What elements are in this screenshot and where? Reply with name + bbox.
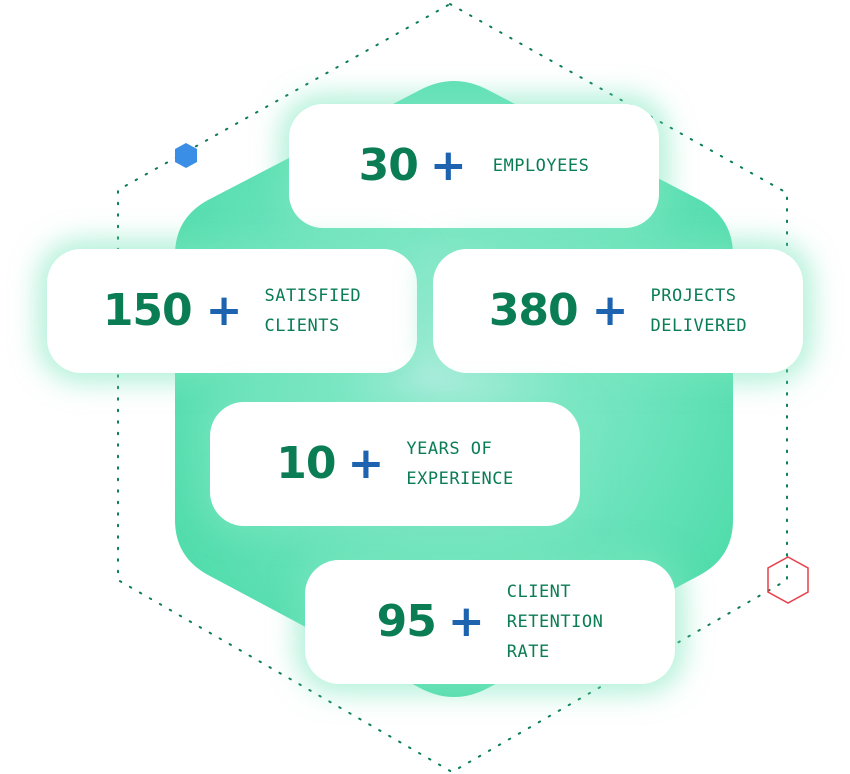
stat-label: CLIENT RETENTION RATE [507, 577, 604, 667]
stat-label: PROJECTS DELIVERED [651, 281, 748, 341]
blue-hexagon-icon [175, 143, 197, 168]
stat-value: 150 [102, 285, 193, 336]
plus-icon: + [591, 285, 629, 336]
stat-label-line: CLIENTS [264, 316, 340, 336]
stat-value: 380 [488, 285, 579, 336]
stat-card-retention: 95 + CLIENT RETENTION RATE [305, 560, 675, 684]
plus-icon: + [347, 438, 385, 489]
stat-card-clients: 150 + SATISFIED CLIENTS [47, 249, 417, 373]
stat-label: EMPLOYEES [493, 151, 590, 181]
stat-label-line: SATISFIED [264, 286, 362, 306]
green-hexagon-shape [175, 81, 733, 697]
stat-card-employees: 30 + EMPLOYEES [289, 104, 659, 228]
stat-label-line: PROJECTS [650, 286, 737, 306]
stat-card-years: 10 + YEARS OF EXPERIENCE [210, 402, 580, 526]
stat-label-line: RETENTION [506, 612, 604, 632]
stat-card-projects: 380 + PROJECTS DELIVERED [433, 249, 803, 373]
stat-value: 30 [358, 140, 419, 191]
stat-value: 10 [276, 438, 336, 489]
stat-label-line: DELIVERED [650, 316, 748, 336]
stat-label: YEARS OF EXPERIENCE [406, 434, 513, 494]
stat-label-line: EMPLOYEES [492, 156, 590, 176]
stat-value: 95 [376, 596, 437, 647]
stat-label-line: YEARS OF [406, 439, 493, 459]
stat-label-line: CLIENT [506, 582, 572, 602]
plus-icon: + [205, 285, 243, 336]
stat-label: SATISFIED CLIENTS [265, 281, 362, 341]
stat-label-line: EXPERIENCE [406, 469, 514, 489]
plus-icon: + [429, 140, 467, 191]
stat-label-line: RATE [506, 642, 550, 662]
plus-icon: + [447, 596, 485, 647]
red-hexagon-icon [767, 556, 809, 604]
